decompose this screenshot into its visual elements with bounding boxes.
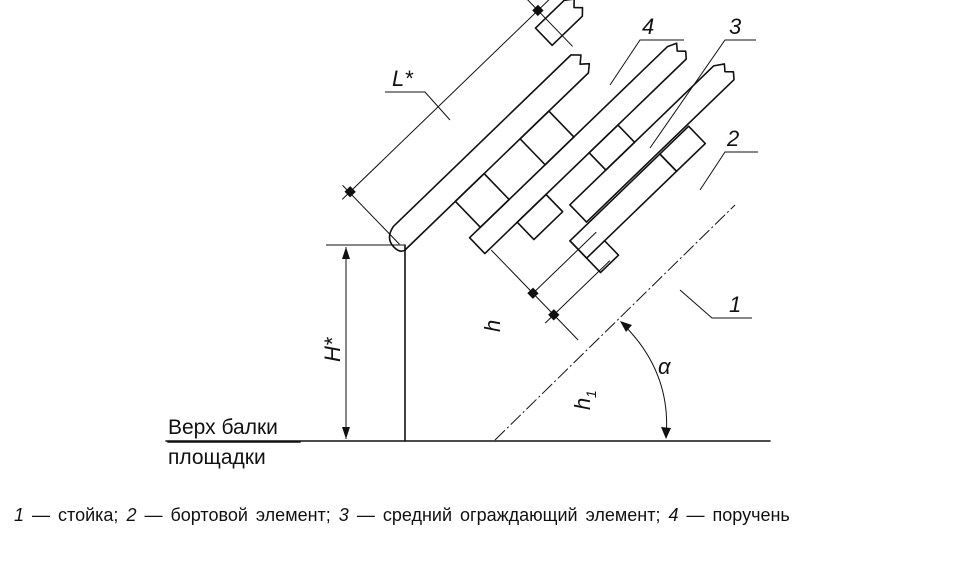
label-h1: h [570, 398, 595, 410]
leader-1 [679, 289, 752, 319]
label-part-4: 4 [642, 14, 654, 39]
label-angle: α [658, 354, 672, 379]
height-arrow-bottom [342, 427, 350, 439]
length-dimension-line [341, 0, 552, 200]
centerline [494, 204, 736, 441]
leader-4 [609, 39, 684, 86]
legend-num-4: 4 [668, 505, 679, 525]
legend-text-2: — бортовой элемент; [144, 505, 331, 525]
leader-length [385, 91, 451, 121]
handrail-bar [388, 54, 591, 252]
middle-rail-bar [468, 42, 688, 255]
spacer-block [454, 172, 510, 229]
legend-num-1: 1 [14, 505, 25, 525]
label-part-1: 1 [729, 292, 741, 317]
label-length: L* [392, 66, 414, 91]
h-tick [527, 287, 539, 299]
h1-tick [548, 309, 560, 321]
label-h: h [480, 320, 505, 332]
toe-board-bar [569, 63, 735, 223]
spacer-block [516, 193, 564, 241]
height-arrow-top [342, 247, 350, 259]
spacer-block [519, 110, 575, 166]
legend-num-2: 2 [126, 505, 137, 525]
label-height: H* [320, 336, 345, 362]
post-end-block [659, 125, 707, 173]
label-h1-sub: 1 [583, 390, 599, 398]
leader-2 [699, 151, 758, 191]
handrail-detail-piece [534, 0, 584, 47]
legend-text-1: — стойка; [32, 505, 119, 525]
h-extension [531, 231, 597, 296]
angle-arrow-bottom [661, 427, 671, 439]
figure-legend: 1 — стойка; 2 — бортовой элемент; 3 — ср… [14, 505, 944, 526]
legend-text-3: — средний ограждающий элемент; [356, 505, 661, 525]
angle-arc [621, 322, 668, 439]
angle-arrow-top [620, 321, 632, 332]
post-foot [569, 239, 620, 274]
diagram-canvas: 4 3 2 1 L* H* h h 1 α Верх балки площадк… [165, 0, 771, 469]
length-tick-right [532, 4, 544, 17]
length-tick-left [344, 186, 356, 198]
length-extension-right [527, 0, 573, 47]
leader-3 [649, 39, 756, 149]
legend-text-4: — поручень [686, 505, 790, 525]
label-part-2: 2 [726, 126, 739, 151]
legend-num-3: 3 [338, 505, 349, 525]
inclined-assembly [341, 0, 735, 341]
beam-top-text-line2: площадки [168, 446, 266, 469]
beam-top-text-line1: Верх балки [168, 416, 278, 439]
spacer-block [588, 124, 636, 171]
label-part-3: 3 [729, 14, 742, 39]
